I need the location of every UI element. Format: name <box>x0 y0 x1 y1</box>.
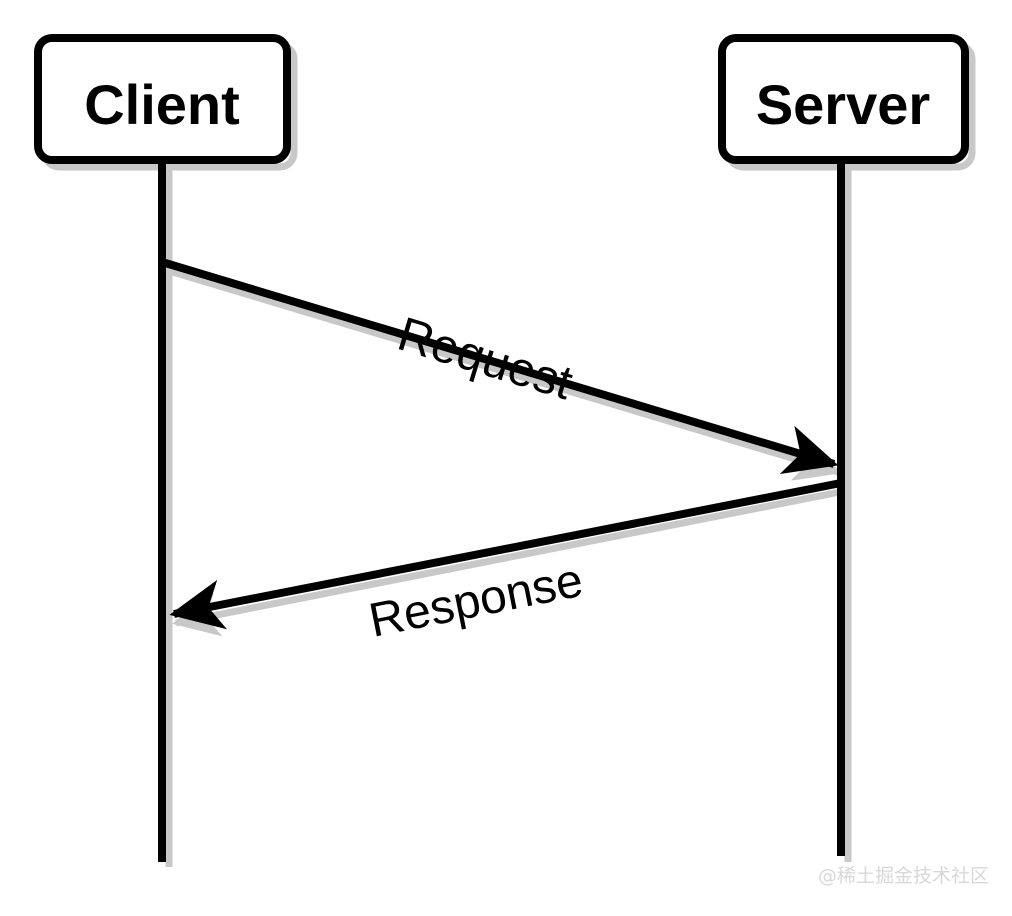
message-arrow-response[interactable] <box>169 479 842 630</box>
participant-box-server[interactable] <box>718 34 969 164</box>
response-line-shadow <box>171 487 846 637</box>
message-label-request: Request <box>392 308 578 410</box>
participant-label-client: Client <box>84 73 240 136</box>
watermark-label: @稀土掘金技术社区 <box>818 865 989 887</box>
message-arrow-request[interactable] <box>160 258 839 475</box>
main-layer: Client Server Request Response <box>34 34 969 862</box>
request-line-shadow <box>164 266 842 481</box>
shadow-layer <box>41 41 976 867</box>
participant-label-server: Server <box>756 73 930 136</box>
participant-box-client[interactable] <box>34 34 291 164</box>
